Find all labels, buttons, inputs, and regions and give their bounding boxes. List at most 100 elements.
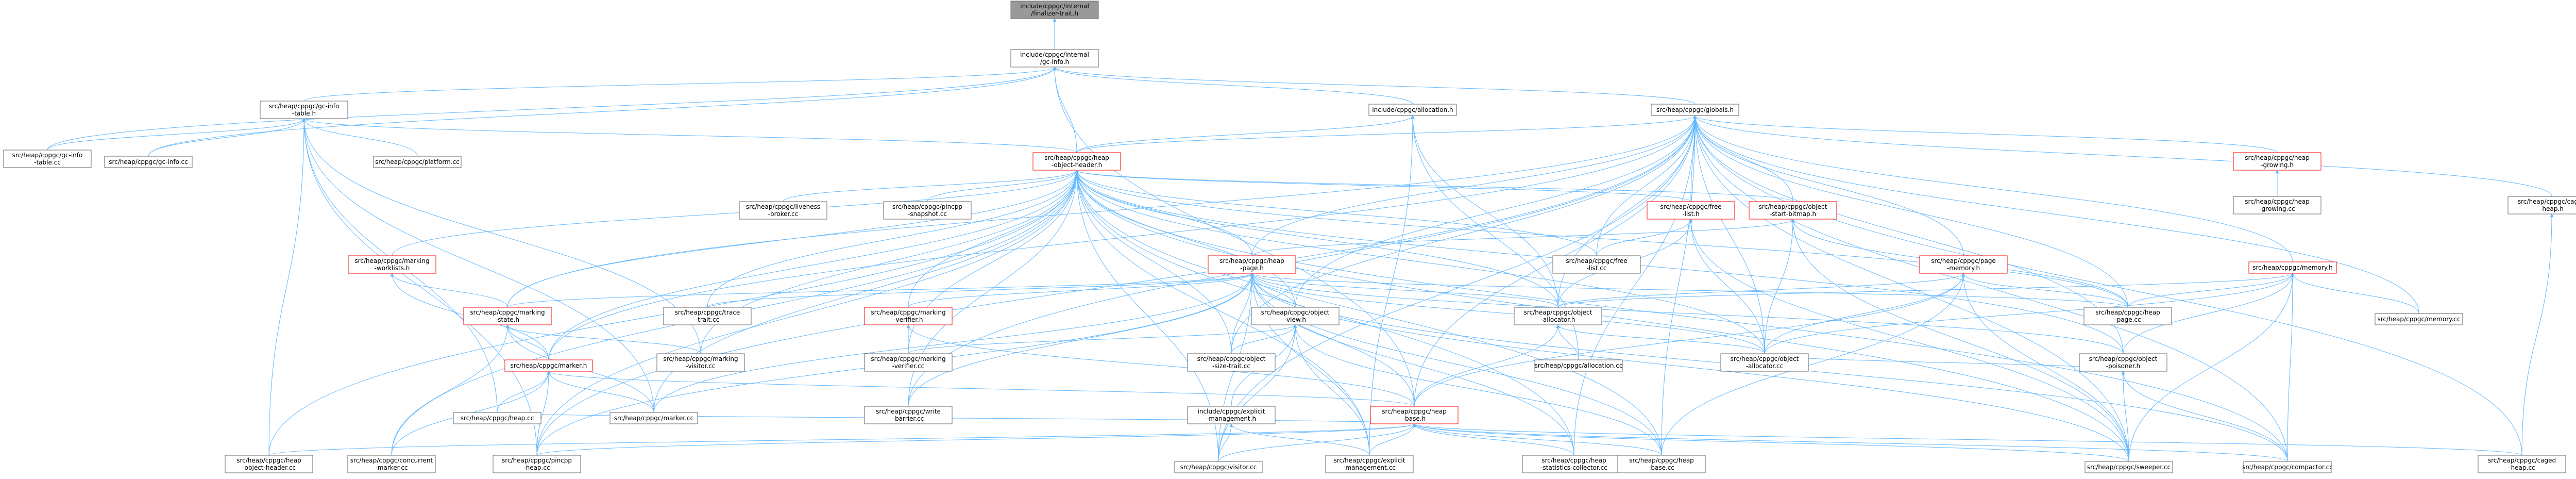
file-node[interactable]: src/heap/cppgc/heap-object-header.h — [1032, 152, 1121, 171]
file-node-box — [348, 255, 436, 274]
dependency-edge — [148, 67, 1057, 157]
file-node-box — [1617, 455, 1706, 473]
file-node[interactable]: src/heap/cppgc/object-size-trait.cc — [1187, 353, 1276, 372]
dependency-edge — [148, 118, 306, 157]
file-node-box — [1647, 201, 1735, 220]
file-node[interactable]: src/heap/cppgc/heap-growing.cc — [2233, 196, 2321, 214]
file-node-label: src/heap/cppgc/heap — [2245, 154, 2310, 161]
file-node[interactable]: src/heap/cppgc/memory.h — [2248, 261, 2337, 274]
file-node[interactable]: src/heap/cppgc/heap-growing.h — [2233, 152, 2321, 171]
file-node[interactable]: src/heap/cppgc/heap-base.h — [1370, 406, 1459, 424]
file-node[interactable]: src/heap/cppgc/platform.cc — [373, 156, 462, 168]
file-node[interactable]: src/heap/cppgc/liveness-broker.cc — [739, 201, 827, 220]
file-node-label: -verifier.h — [894, 316, 923, 323]
file-node-label: -memory.h — [1947, 265, 1980, 272]
file-node[interactable]: src/heap/cppgc/heap-base.cc — [1617, 455, 1706, 473]
file-node[interactable]: src/heap/cppgc/marker.cc — [609, 412, 698, 424]
dependency-edge — [906, 324, 1415, 407]
file-node[interactable]: src/heap/cppgc/memory.cc — [2375, 313, 2463, 325]
file-node-box — [2248, 261, 2337, 274]
file-node[interactable]: src/heap/cppgc/free-list.cc — [1552, 255, 1641, 274]
file-node[interactable]: src/heap/cppgc/caged-heap.h — [2507, 196, 2576, 214]
dependency-edge — [1412, 423, 2288, 462]
file-node[interactable]: src/heap/cppgc/gc-info.cc — [104, 156, 193, 168]
dependency-edge — [1250, 273, 1296, 308]
file-node-label: -page.h — [1240, 265, 1264, 272]
dependency-edge — [1596, 115, 1697, 256]
file-node[interactable]: src/heap/cppgc/object-view.h — [1251, 307, 1340, 325]
file-node[interactable]: src/heap/cppgc/caged-heap.cc — [2478, 455, 2566, 473]
file-node-label: -base.h — [1403, 415, 1426, 422]
file-node-label: src/heap/cppgc/heap — [1541, 457, 1606, 464]
file-node[interactable]: src/heap/cppgc/marking-worklists.h — [348, 255, 436, 274]
file-node[interactable]: src/heap/cppgc/marking-visitor.cc — [656, 353, 745, 372]
dependency-edge — [2521, 213, 2554, 456]
dependency-edge — [1689, 219, 1765, 354]
file-node[interactable]: src/heap/cppgc/trace-trait.cc — [663, 307, 752, 325]
file-node[interactable]: src/heap/cppgc/heap.cc — [453, 412, 541, 424]
file-node-label: -list.cc — [1587, 265, 1607, 272]
file-node[interactable]: src/heap/cppgc/object-poisoner.h — [2079, 353, 2167, 372]
dependency-edge — [1251, 219, 1795, 256]
dependency-edge — [1218, 423, 1416, 462]
file-node-label: src/heap/cppgc/platform.cc — [375, 158, 460, 166]
file-node-label: src/heap/cppgc/object — [1759, 203, 1827, 210]
file-node-label: src/heap/cppgc/visitor.cc — [1180, 464, 1257, 471]
file-node-box — [2084, 461, 2173, 473]
file-node[interactable]: src/heap/cppgc/heap-object-header.cc — [225, 455, 313, 473]
file-node-label: include/cppgc/allocation.h — [1372, 106, 1453, 113]
file-node-box — [1010, 1, 1099, 19]
file-node-label: src/heap/cppgc/marking — [354, 257, 429, 265]
file-node[interactable]: src/heap/cppgc/free-list.h — [1647, 201, 1735, 220]
dependency-edge — [1075, 170, 2128, 308]
file-node[interactable]: src/heap/cppgc/gc-info-table.h — [260, 101, 348, 119]
file-node[interactable]: src/heap/cppgc/allocation.cc — [1534, 359, 1623, 372]
file-node[interactable]: src/heap/cppgc/heap-page.h — [1208, 255, 1296, 274]
file-node-label: src/heap/cppgc/caged — [2488, 457, 2556, 464]
file-node[interactable]: src/heap/cppgc/compactor.cc — [2242, 461, 2333, 473]
file-node-box — [373, 156, 462, 168]
file-node[interactable]: src/heap/cppgc/object-allocator.h — [1514, 307, 1602, 325]
file-node[interactable]: src/heap/cppgc/globals.h — [1651, 104, 1739, 116]
file-node-label: -object-header.cc — [242, 464, 296, 471]
file-node-box — [2478, 455, 2566, 473]
file-node[interactable]: src/heap/cppgc/object-allocator.cc — [1720, 353, 1809, 372]
dependency-edge — [1251, 115, 1697, 256]
file-node-label: -base.cc — [1649, 464, 1674, 471]
dependency-edge — [1693, 115, 2278, 153]
file-node[interactable]: src/heap/cppgc/object-start-bitmap.h — [1749, 201, 1837, 220]
dependency-edge — [1075, 170, 1370, 456]
dependency-edge — [536, 423, 1416, 456]
dependency-edge — [1250, 273, 2124, 354]
dependency-edge — [1075, 170, 1252, 256]
file-node[interactable]: include/cppgc/internal/gc-info.h — [1010, 49, 1099, 68]
file-node[interactable]: include/cppgc/internal/finalizer-trait.h — [1010, 1, 1099, 19]
file-node[interactable]: src/heap/cppgc/heap-page.cc — [2083, 307, 2172, 325]
file-node[interactable]: src/heap/cppgc/marking-verifier.h — [864, 307, 953, 325]
file-node-label: -statistics-collector.cc — [1540, 464, 1607, 471]
dependency-edge — [497, 371, 551, 413]
file-node[interactable]: src/heap/cppgc/gc-info-table.cc — [3, 150, 92, 168]
file-node-box — [1325, 455, 1414, 473]
file-node[interactable]: src/heap/cppgc/pincpp-snapshot.cc — [883, 201, 972, 220]
file-node-box — [2079, 353, 2167, 372]
file-node[interactable]: src/heap/cppgc/explicit-management.cc — [1325, 455, 1414, 473]
file-node[interactable]: src/heap/cppgc/write-barrier.cc — [864, 406, 953, 424]
file-node[interactable]: src/heap/cppgc/concurrent-marker.cc — [347, 455, 436, 473]
dependency-edge — [1764, 219, 1795, 354]
file-node[interactable]: include/cppgc/allocation.h — [1368, 104, 1457, 116]
file-node[interactable]: src/heap/cppgc/sweeper.cc — [2084, 461, 2173, 473]
dependency-edge — [927, 170, 1079, 202]
file-node[interactable]: src/heap/cppgc/visitor.cc — [1174, 461, 1263, 473]
file-node[interactable]: src/heap/cppgc/heap-statistics-collector… — [1522, 455, 1626, 473]
dependency-edge — [1075, 170, 1232, 354]
file-node[interactable]: src/heap/cppgc/page-memory.h — [1919, 255, 2008, 274]
file-node[interactable]: src/heap/cppgc/pincpp-heap.cc — [493, 455, 581, 473]
file-node[interactable]: src/heap/cppgc/marking-verifier.cc — [864, 353, 953, 372]
file-node[interactable]: include/cppgc/explicit-management.h — [1187, 406, 1276, 424]
dependency-edge — [908, 170, 1079, 354]
dependency-edge — [1218, 324, 1297, 462]
file-node[interactable]: src/heap/cppgc/marking-state.h — [463, 307, 552, 325]
dependency-edge — [783, 170, 1079, 202]
file-node[interactable]: src/heap/cppgc/marker.h — [504, 359, 593, 372]
